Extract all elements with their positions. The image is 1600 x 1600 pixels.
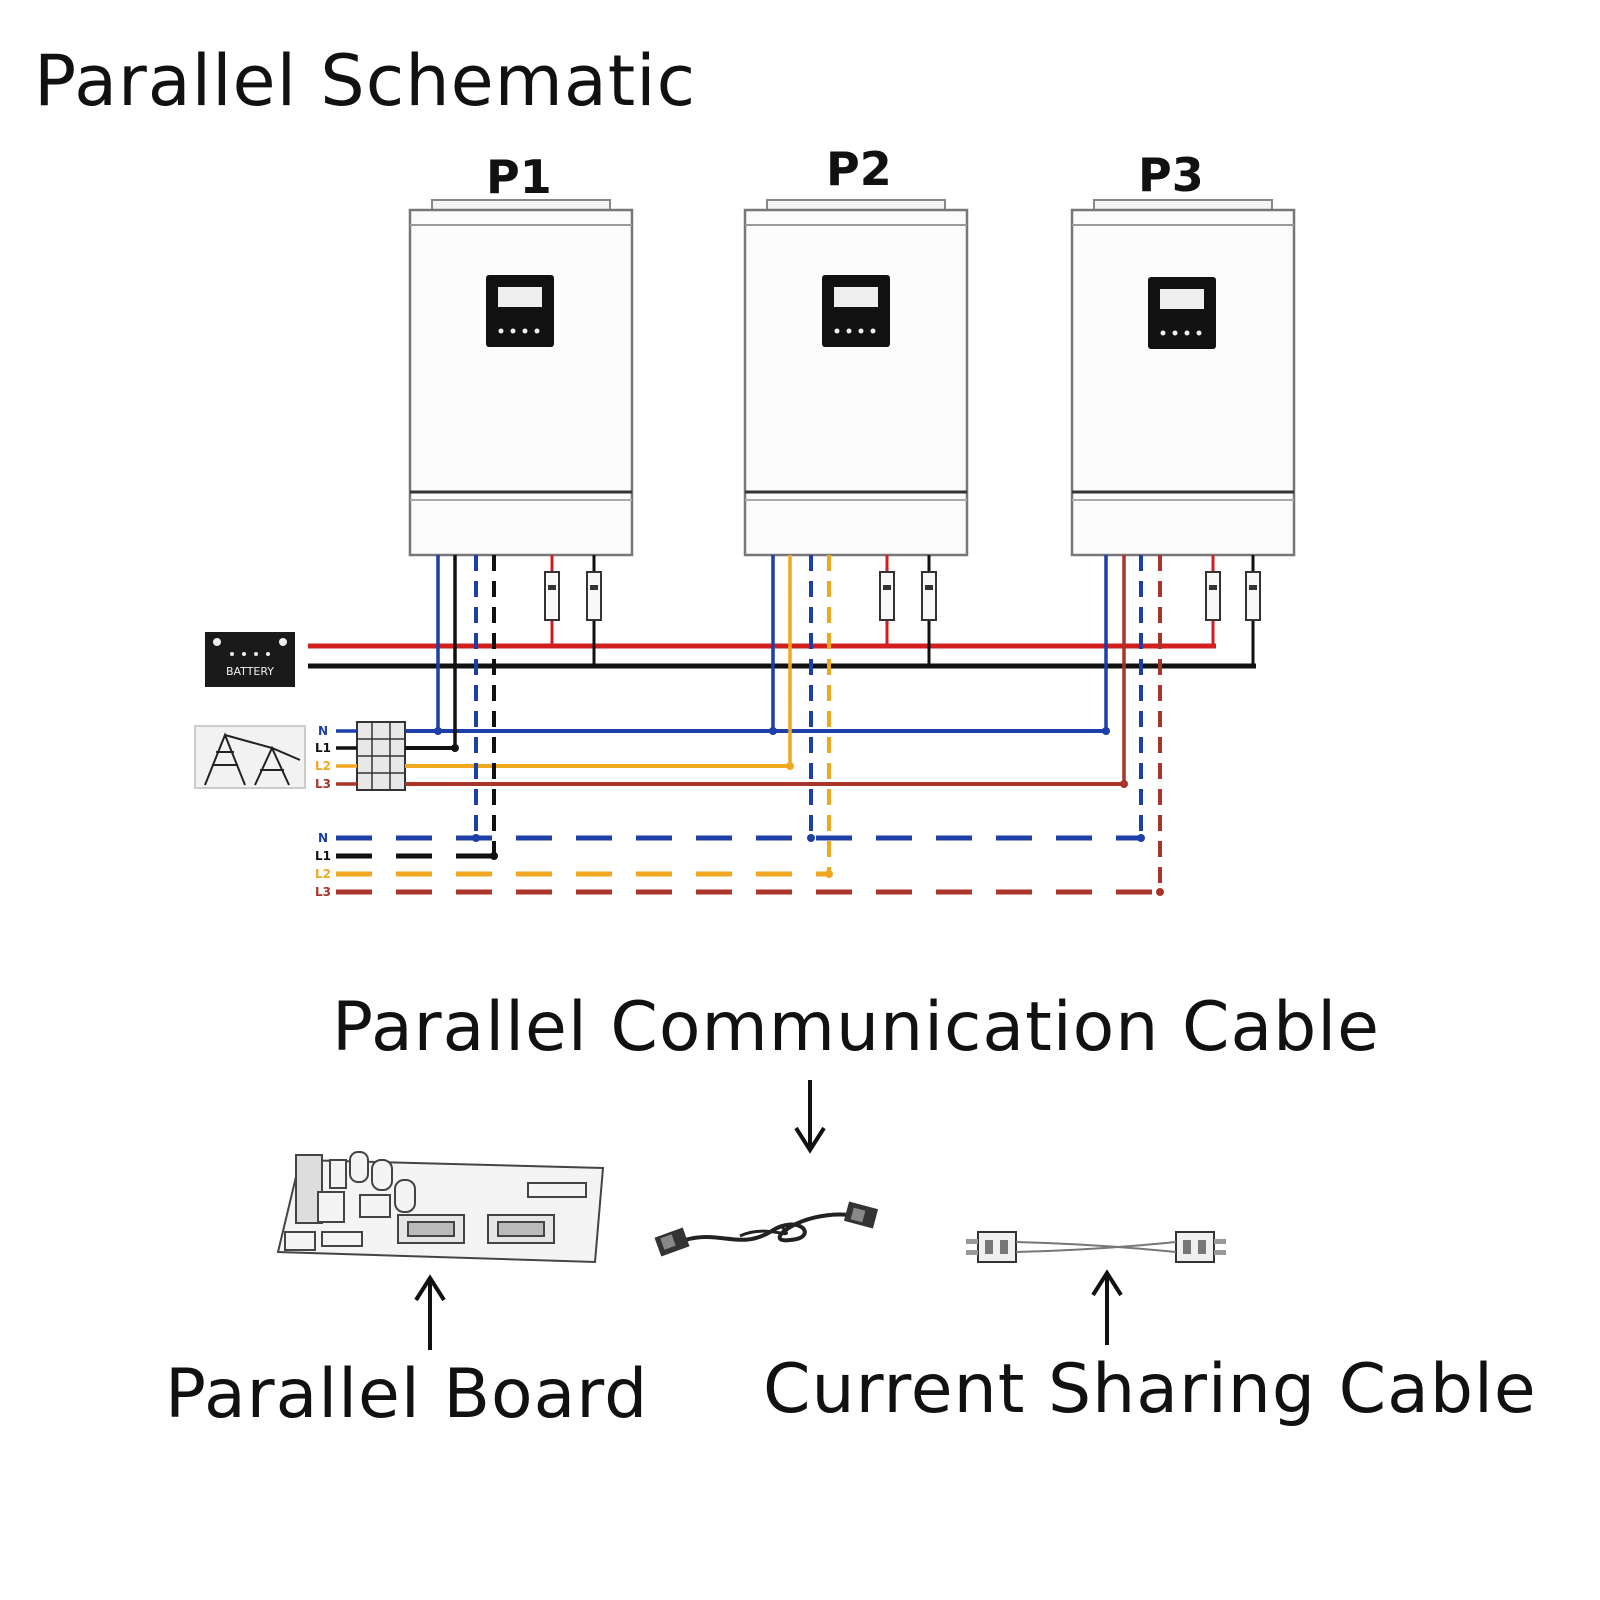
caption-communication-cable: Parallel Communication Cable bbox=[332, 988, 1380, 1067]
inverter-p2 bbox=[743, 199, 969, 557]
ac-out-label-l2: L2 bbox=[315, 867, 331, 881]
ac-in-label-n: N bbox=[318, 724, 328, 738]
unit-label-p2: P2 bbox=[826, 142, 892, 196]
unit-label-p1: P1 bbox=[486, 150, 552, 204]
caption-parallel-board: Parallel Board bbox=[165, 1355, 649, 1434]
ac-in-label-l2: L2 bbox=[315, 759, 331, 773]
battery-label: BATTERY bbox=[226, 665, 274, 678]
parallel-board-image bbox=[276, 1151, 605, 1264]
communication-cable-image bbox=[654, 1201, 879, 1257]
grid-tower-icon bbox=[194, 725, 306, 789]
inverter-p3 bbox=[1070, 199, 1296, 557]
battery-icon: BATTERY bbox=[205, 632, 295, 687]
ac-in-label-l1: L1 bbox=[315, 741, 331, 755]
inverter-p1 bbox=[408, 199, 634, 557]
ac-in-label-l3: L3 bbox=[315, 777, 331, 791]
current-sharing-cable-image bbox=[966, 1231, 1226, 1263]
arrows bbox=[414, 1080, 1123, 1350]
ac-out-label-l3: L3 bbox=[315, 885, 331, 899]
battery-fuses bbox=[544, 571, 1261, 621]
ac-input-breaker bbox=[356, 721, 406, 791]
ac-out-label-n: N bbox=[318, 831, 328, 845]
page-title: Parallel Schematic bbox=[34, 40, 697, 122]
caption-current-sharing-cable: Current Sharing Cable bbox=[763, 1350, 1537, 1429]
ac-out-label-l1: L1 bbox=[315, 849, 331, 863]
unit-label-p3: P3 bbox=[1138, 148, 1204, 202]
